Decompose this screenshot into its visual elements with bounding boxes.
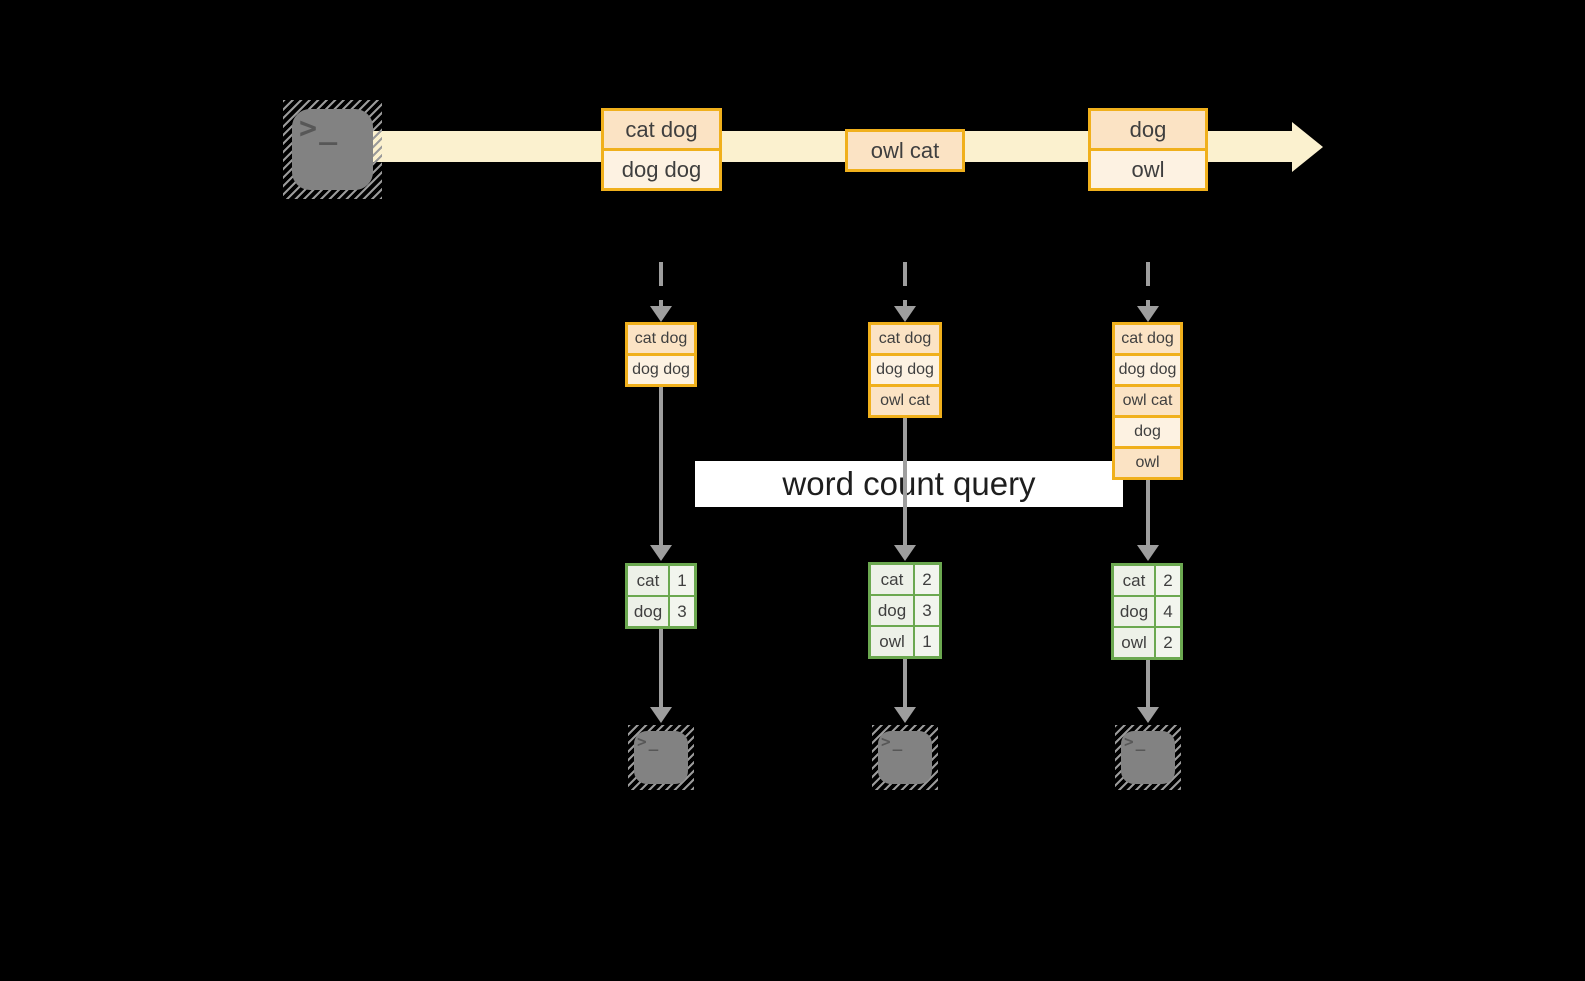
query-label-box: word count query: [695, 461, 1123, 507]
count-cell: 3: [668, 597, 694, 626]
count-cell: 2: [1154, 566, 1180, 595]
count-cell: 1: [913, 627, 939, 656]
table-row: dog 3: [871, 594, 939, 625]
data-flow-arrow: [903, 659, 907, 707]
producer-terminal-icon: > _: [283, 100, 382, 199]
table-row: cat 2: [1114, 566, 1180, 595]
stream-event-box: dog owl: [1088, 108, 1208, 191]
data-flow-arrow: [1146, 480, 1150, 545]
word-cell: dog: [1114, 597, 1154, 626]
prompt-chevron: >: [881, 732, 891, 751]
stream-event-cell: dog dog: [604, 148, 719, 188]
state-record-cell: dog dog: [628, 353, 694, 384]
state-record-cell: owl cat: [1115, 384, 1180, 415]
dashed-arrow: [903, 262, 907, 306]
state-record-cell: owl cat: [871, 384, 939, 415]
state-record-cell: dog: [1115, 415, 1180, 446]
word-cell: owl: [1114, 628, 1154, 657]
stream-event-cell: owl cat: [848, 132, 962, 169]
count-cell: 2: [913, 565, 939, 594]
stream-event-cell: cat dog: [604, 111, 719, 148]
terminal-prompt-icon: > _: [1124, 734, 1145, 750]
state-record-cell: cat dog: [1115, 325, 1180, 353]
dashed-arrowhead: [894, 306, 916, 322]
terminal-prompt-icon: > _: [881, 734, 902, 750]
prompt-chevron: >: [299, 111, 318, 146]
table-row: cat 1: [628, 566, 694, 595]
stream-event-cell: owl: [1091, 148, 1205, 188]
prompt-chevron: >: [1124, 732, 1134, 751]
stream-timeline-arrowhead: [1292, 122, 1323, 172]
word-count-table: cat 2 dog 3 owl 1: [868, 562, 942, 659]
stream-event-box: owl cat: [845, 129, 965, 172]
dashed-arrow: [659, 262, 663, 306]
data-flow-arrow: [1146, 660, 1150, 707]
table-row: dog 3: [628, 595, 694, 626]
terminal-prompt-icon: > _: [637, 734, 658, 750]
state-record-cell: dog dog: [1115, 353, 1180, 384]
count-cell: 4: [1154, 597, 1180, 626]
arrowhead: [894, 707, 916, 723]
prompt-underscore: _: [1135, 732, 1146, 751]
data-flow-arrow: [903, 418, 907, 545]
terminal-body: [1121, 731, 1175, 784]
arrowhead: [650, 545, 672, 561]
state-records-box: cat dog dog dog owl cat: [868, 322, 942, 418]
arrowhead: [894, 545, 916, 561]
word-cell: dog: [628, 597, 668, 626]
state-record-cell: owl: [1115, 446, 1180, 477]
word-cell: cat: [871, 565, 913, 594]
state-record-cell: cat dog: [628, 325, 694, 353]
table-row: owl 1: [871, 625, 939, 656]
table-row: cat 2: [871, 565, 939, 594]
stream-event-cell: dog: [1091, 111, 1205, 148]
word-cell: cat: [1114, 566, 1154, 595]
stream-event-box: cat dog dog dog: [601, 108, 722, 191]
dashed-arrow: [1146, 262, 1150, 306]
prompt-underscore: _: [648, 732, 659, 751]
query-label: word count query: [782, 465, 1036, 502]
count-cell: 3: [913, 596, 939, 625]
prompt-underscore: _: [319, 111, 338, 146]
arrowhead: [1137, 707, 1159, 723]
consumer-terminal-icon: > _: [628, 725, 694, 790]
count-cell: 1: [668, 566, 694, 595]
arrowhead: [1137, 545, 1159, 561]
consumer-terminal-icon: > _: [1115, 725, 1181, 790]
arrowhead: [650, 707, 672, 723]
terminal-prompt-icon: > _: [299, 114, 337, 144]
terminal-body: [878, 731, 932, 784]
data-flow-arrow: [659, 387, 663, 545]
state-record-cell: cat dog: [871, 325, 939, 353]
word-count-table: cat 2 dog 4 owl 2: [1111, 563, 1183, 660]
word-cell: owl: [871, 627, 913, 656]
word-cell: cat: [628, 566, 668, 595]
terminal-body: [292, 109, 373, 190]
terminal-body: [634, 731, 688, 784]
dashed-arrowhead: [1137, 306, 1159, 322]
table-row: owl 2: [1114, 626, 1180, 657]
prompt-underscore: _: [892, 732, 903, 751]
count-cell: 2: [1154, 628, 1180, 657]
table-row: dog 4: [1114, 595, 1180, 626]
prompt-chevron: >: [637, 732, 647, 751]
word-count-table: cat 1 dog 3: [625, 563, 697, 629]
consumer-terminal-icon: > _: [872, 725, 938, 790]
data-flow-arrow: [659, 629, 663, 707]
state-record-cell: dog dog: [871, 353, 939, 384]
word-cell: dog: [871, 596, 913, 625]
state-records-box: cat dog dog dog: [625, 322, 697, 387]
state-records-box: cat dog dog dog owl cat dog owl: [1112, 322, 1183, 480]
dashed-arrowhead: [650, 306, 672, 322]
